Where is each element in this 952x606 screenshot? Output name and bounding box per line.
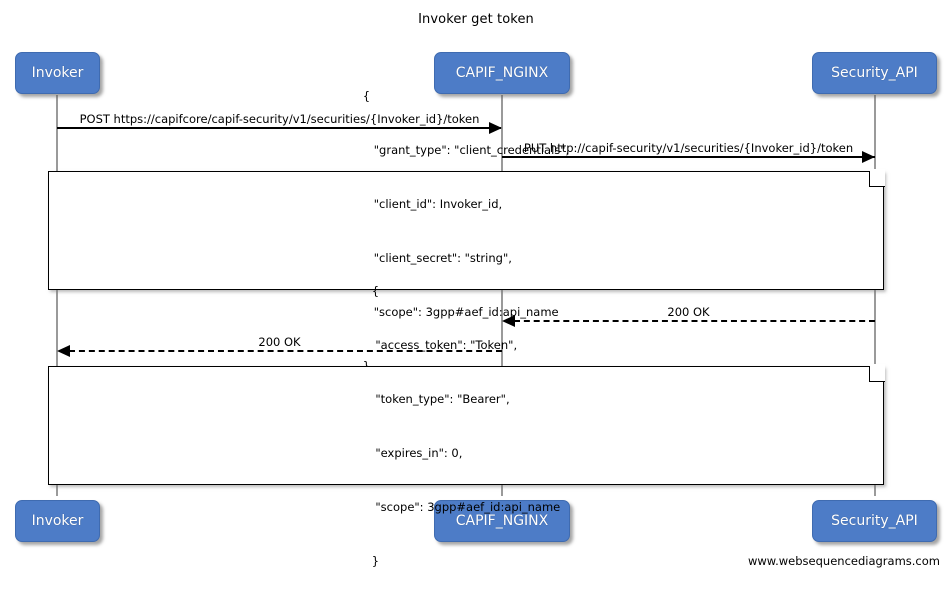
- note-line: "client_id": Invoker_id,: [362, 196, 503, 211]
- participant-capif-nginx-bottom-label: CAPIF_NGINX: [455, 513, 549, 529]
- arrowhead-post-token: [489, 122, 502, 134]
- footer-attribution: www.websequencediagrams.com: [747, 554, 940, 568]
- participant-invoker-bottom-label: Invoker: [31, 513, 84, 529]
- note-fold-corner-icon: [868, 169, 885, 187]
- participant-invoker[interactable]: Invoker: [15, 52, 100, 94]
- message-label-post-token: POST https://capifcore/capif-security/v1…: [79, 112, 480, 126]
- message-arrow-200-ok-invoker: [69, 350, 502, 352]
- note-line: "client_secret": "string",: [362, 250, 512, 265]
- note-line: {: [362, 88, 371, 103]
- arrowhead-200-ok-invoker: [57, 345, 70, 357]
- participant-capif-nginx-label: CAPIF_NGINX: [455, 65, 549, 81]
- note-line: "grant_type": "client_credentials",: [362, 142, 570, 157]
- lifeline-security-api: [874, 95, 876, 496]
- participant-security-api-bottom-label: Security_API: [831, 513, 918, 529]
- participant-security-api-bottom[interactable]: Security_API: [812, 500, 937, 542]
- note-line: "token_type": "Bearer",: [371, 391, 510, 406]
- note-line: "scope": 3gpp#aef_id:api_name: [362, 304, 559, 319]
- participant-security-api-label: Security_API: [831, 65, 918, 81]
- participant-invoker-label: Invoker: [31, 65, 84, 81]
- lifeline-capif-nginx: [501, 95, 503, 496]
- arrowhead-200-ok-security: [502, 315, 515, 327]
- participant-capif-nginx-bottom[interactable]: CAPIF_NGINX: [434, 500, 570, 542]
- message-arrow-post-token: [57, 127, 501, 129]
- participant-capif-nginx[interactable]: CAPIF_NGINX: [434, 52, 570, 94]
- note-response-body-content: { "access_token": "Token", "token_type":…: [49, 284, 883, 568]
- page-title: Invoker get token: [418, 12, 534, 27]
- arrowhead-put-token: [862, 151, 875, 163]
- participant-security-api[interactable]: Security_API: [812, 52, 937, 94]
- note-line: "access_token": "Token",: [371, 337, 518, 352]
- note-line: "expires_in": 0,: [371, 445, 463, 460]
- message-arrow-200-ok-security: [514, 320, 875, 322]
- message-label-200-ok-invoker: 200 OK: [258, 335, 301, 349]
- sequence-diagram-canvas: Invoker get token Invoker CAPIF_NGINX Se…: [15, 12, 940, 568]
- message-label-put-token: PUT http://capif-security/v1/securities/…: [523, 141, 854, 155]
- note-line: "scope": 3gpp#aef_id:api_name: [371, 499, 561, 514]
- note-line: }: [363, 357, 569, 375]
- participant-invoker-bottom[interactable]: Invoker: [15, 500, 100, 542]
- note-line: {: [371, 283, 380, 298]
- lifeline-invoker: [56, 95, 58, 496]
- note-fold-corner-icon: [868, 364, 885, 382]
- message-arrow-put-token: [502, 156, 875, 158]
- note-response-body: { "access_token": "Token", "token_type":…: [48, 284, 885, 568]
- note-line: }: [371, 553, 380, 568]
- message-label-200-ok-security: 200 OK: [667, 305, 710, 319]
- note-request-body: { "grant_type": "client_credentials", "c…: [48, 89, 885, 373]
- note-request-body-content: { "grant_type": "client_credentials", "c…: [49, 89, 883, 373]
